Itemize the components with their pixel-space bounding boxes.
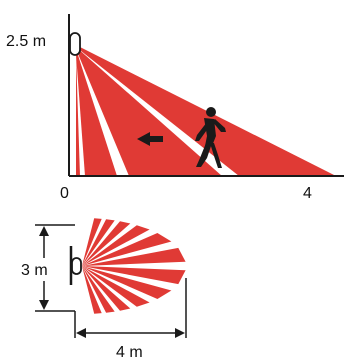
top-beam-11 [82,266,115,313]
top-beam-1 [82,218,102,266]
top-beam-2 [82,219,115,266]
side-beam-gap-2 [76,49,129,176]
top-beam-12 [82,266,102,314]
top-width-label: 3 m [21,262,48,279]
top-beam-3 [82,221,131,266]
side-beam-gap-3 [76,47,239,176]
person-walking-icon [195,107,226,168]
top-range-label: 4 m [116,344,143,361]
direction-arrow-icon [137,132,163,146]
top-beam-6 [82,247,186,266]
sensor-icon [69,32,81,56]
side-x-end-label: 4 [303,185,312,202]
range-dimension [74,278,187,338]
top-beam-9 [82,266,150,307]
width-dimension [35,224,75,312]
side-view: 2.5 m 0 4 [6,14,344,202]
top-beam-8 [82,266,172,299]
top-sensor-icon [71,257,82,275]
top-beam-4 [82,225,150,266]
top-beam-10 [82,266,131,311]
top-beam-5 [82,233,172,266]
top-view: 3 m 4 m [21,218,187,361]
side-x-start-label: 0 [60,185,69,202]
side-height-label: 2.5 m [6,33,46,50]
top-beam-7 [82,266,186,285]
top-detection-fan [82,218,186,314]
side-beam-gap-1 [76,54,85,176]
side-detection-zone [76,45,336,176]
